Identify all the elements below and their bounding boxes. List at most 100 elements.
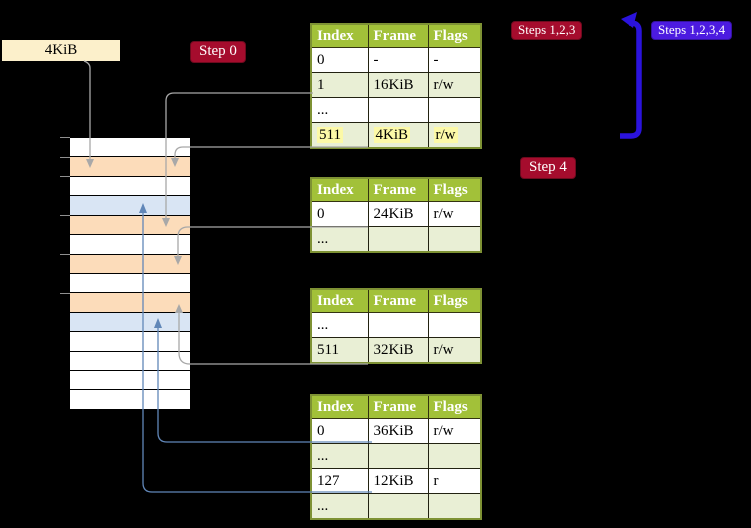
- table-cell: [427, 493, 482, 520]
- table-cell: 511: [310, 122, 369, 149]
- column-header: Frame: [367, 288, 429, 313]
- table-cell: ...: [310, 312, 369, 338]
- memory-frame-row-white: [70, 176, 190, 197]
- recursive-arrowhead: [621, 12, 637, 28]
- column-header: Index: [310, 288, 369, 313]
- table-cell: 16KiB: [367, 72, 429, 98]
- table-cell: r/w: [427, 72, 482, 98]
- table-cell: r/w: [427, 337, 482, 364]
- column-header: Frame: [367, 394, 429, 419]
- memory-tick: [60, 215, 70, 216]
- memory-tick: [60, 176, 70, 177]
- table-cell: 24KiB: [367, 201, 429, 227]
- memory-tick: [60, 157, 70, 158]
- table-cell: -: [367, 47, 429, 73]
- table-cell: 1: [310, 72, 369, 98]
- column-header: Index: [310, 177, 369, 202]
- table-row: 511 4KiB r/w: [310, 122, 482, 149]
- table-cell: [427, 226, 482, 253]
- steps-123-badge: Steps 1,2,3: [511, 21, 583, 40]
- column-header: Frame: [367, 23, 429, 48]
- table-cell: [367, 493, 429, 520]
- highlighted-value: 4KiB: [373, 126, 411, 143]
- table-cell: [367, 312, 429, 338]
- table-cell: r/w: [427, 418, 482, 444]
- table-cell: 0: [310, 201, 369, 227]
- memory-frame-row-white: [70, 371, 190, 391]
- column-header: Flags: [427, 394, 482, 419]
- table-cell: 4KiB: [367, 122, 429, 149]
- table-row: 0--: [310, 47, 482, 73]
- table-cell: 12KiB: [367, 468, 429, 494]
- recursive-arrow: [620, 12, 642, 139]
- table-cell: 511: [310, 337, 369, 364]
- table-cell: r/w: [427, 122, 482, 149]
- table-cell: r/w: [427, 201, 482, 227]
- table-cell: 0: [310, 47, 369, 73]
- table-row: ...: [310, 97, 482, 123]
- highlighted-value: 511: [317, 126, 343, 143]
- table-cell: [367, 226, 429, 253]
- steps-1234-badge: Steps 1,2,3,4: [651, 21, 733, 40]
- memory-frame-row-peach: [70, 254, 190, 274]
- frame-label-4kib: 4KiB: [2, 40, 120, 61]
- highlighted-value: r/w: [433, 126, 458, 143]
- recursive-arrow-line: [620, 20, 642, 139]
- table-row: ...: [310, 226, 482, 253]
- memory-frame-row-white: [70, 332, 190, 352]
- memory-frame-row-peach: [70, 215, 190, 236]
- column-header: Flags: [427, 177, 482, 202]
- table-cell: 36KiB: [367, 418, 429, 444]
- table-row: ...: [310, 443, 482, 469]
- memory-frame-row-white: [70, 235, 190, 255]
- memory-column: [70, 137, 190, 410]
- column-header: Frame: [367, 177, 429, 202]
- table-cell: ...: [310, 97, 369, 123]
- table-cell: ...: [310, 443, 369, 469]
- table-cell: 32KiB: [367, 337, 429, 364]
- table-cell: r: [427, 468, 482, 494]
- table-row: ...: [310, 312, 482, 338]
- table-cell: [367, 97, 429, 123]
- memory-frame-row-peach: [70, 157, 190, 177]
- table-cell: 127: [310, 468, 369, 494]
- table-cell: [427, 312, 482, 338]
- memory-tick: [60, 254, 70, 255]
- column-header: Flags: [427, 23, 482, 48]
- memory-tick: [60, 293, 70, 294]
- memory-frame-row-white: [70, 390, 190, 410]
- memory-frame-row-blue: [70, 312, 190, 333]
- table-cell: [367, 443, 429, 469]
- table-cell: ...: [310, 493, 369, 520]
- step-0-badge: Step 0: [190, 41, 246, 63]
- table-cell: [427, 443, 482, 469]
- table-cell: [427, 97, 482, 123]
- table-cell: -: [427, 47, 482, 73]
- memory-frame-row-white: [70, 273, 190, 294]
- memory-frame-row-white: [70, 351, 190, 372]
- column-header: Index: [310, 23, 369, 48]
- table-cell: 0: [310, 418, 369, 444]
- table-cell: ...: [310, 226, 369, 253]
- memory-frame-row-blue: [70, 196, 190, 216]
- table-row: ...: [310, 493, 482, 520]
- memory-frame-row-peach: [70, 293, 190, 313]
- step-4-badge: Step 4: [520, 157, 576, 179]
- memory-tick: [60, 137, 70, 138]
- column-header: Index: [310, 394, 369, 419]
- column-header: Flags: [427, 288, 482, 313]
